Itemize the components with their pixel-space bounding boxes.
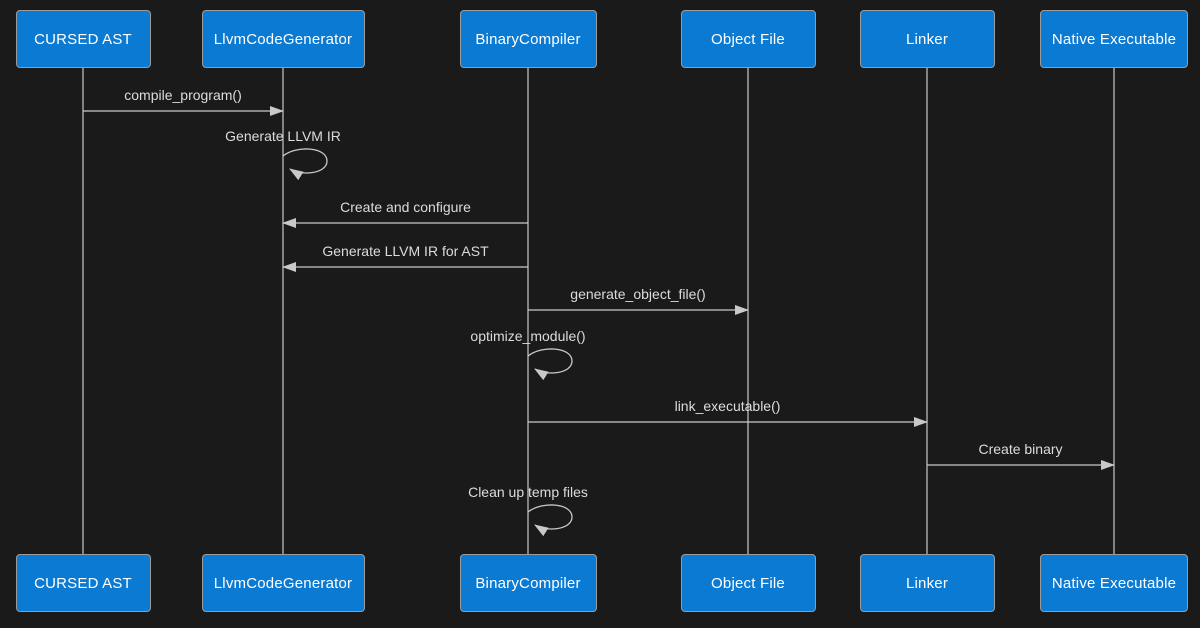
participant-binary-compiler-bottom: BinaryCompiler: [459, 554, 597, 612]
self-loop-8: [527, 504, 573, 537]
message-label-1: Generate LLVM IR: [225, 128, 341, 144]
participant-label: Native Executable: [1051, 574, 1177, 592]
participant-label: CURSED AST: [34, 574, 132, 592]
message-label-4: generate_object_file(): [570, 286, 706, 302]
message-label-6: link_executable(): [674, 398, 781, 414]
participant-label: Linker: [905, 574, 949, 592]
participant-linker-top: Linker: [859, 10, 995, 68]
participant-label: BinaryCompiler: [475, 30, 581, 48]
participant-llvm-code-generator-bottom: LlvmCodeGenerator: [201, 554, 365, 612]
participant-label: Native Executable: [1051, 30, 1177, 48]
participant-label: LlvmCodeGenerator: [213, 30, 353, 48]
participant-llvm-code-generator-top: LlvmCodeGenerator: [201, 10, 365, 68]
message-label-0: compile_program(): [124, 87, 242, 103]
participant-object-file-bottom: Object File: [680, 554, 816, 612]
participant-native-executable-top: Native Executable: [1040, 10, 1188, 68]
participant-object-file-top: Object File: [680, 10, 816, 68]
participant-label: Object File: [711, 30, 785, 48]
message-label-5: optimize_module(): [470, 328, 586, 344]
self-loop-5: [527, 348, 573, 381]
message-label-2: Create and configure: [340, 199, 471, 215]
participant-binary-compiler-top: BinaryCompiler: [459, 10, 597, 68]
participant-label: LlvmCodeGenerator: [213, 574, 353, 592]
participant-label: Linker: [905, 30, 949, 48]
participant-label: CURSED AST: [34, 30, 132, 48]
message-label-3: Generate LLVM IR for AST: [322, 243, 489, 259]
self-loop-1: [282, 148, 328, 181]
participant-linker-bottom: Linker: [859, 554, 995, 612]
participant-label: BinaryCompiler: [475, 574, 581, 592]
message-label-7: Create binary: [978, 441, 1063, 457]
message-label-8: Clean up temp files: [468, 484, 588, 500]
participant-cursed-ast-top: CURSED AST: [15, 10, 151, 68]
participant-label: Object File: [711, 574, 785, 592]
participant-cursed-ast-bottom: CURSED AST: [15, 554, 151, 612]
participant-native-executable-bottom: Native Executable: [1040, 554, 1188, 612]
